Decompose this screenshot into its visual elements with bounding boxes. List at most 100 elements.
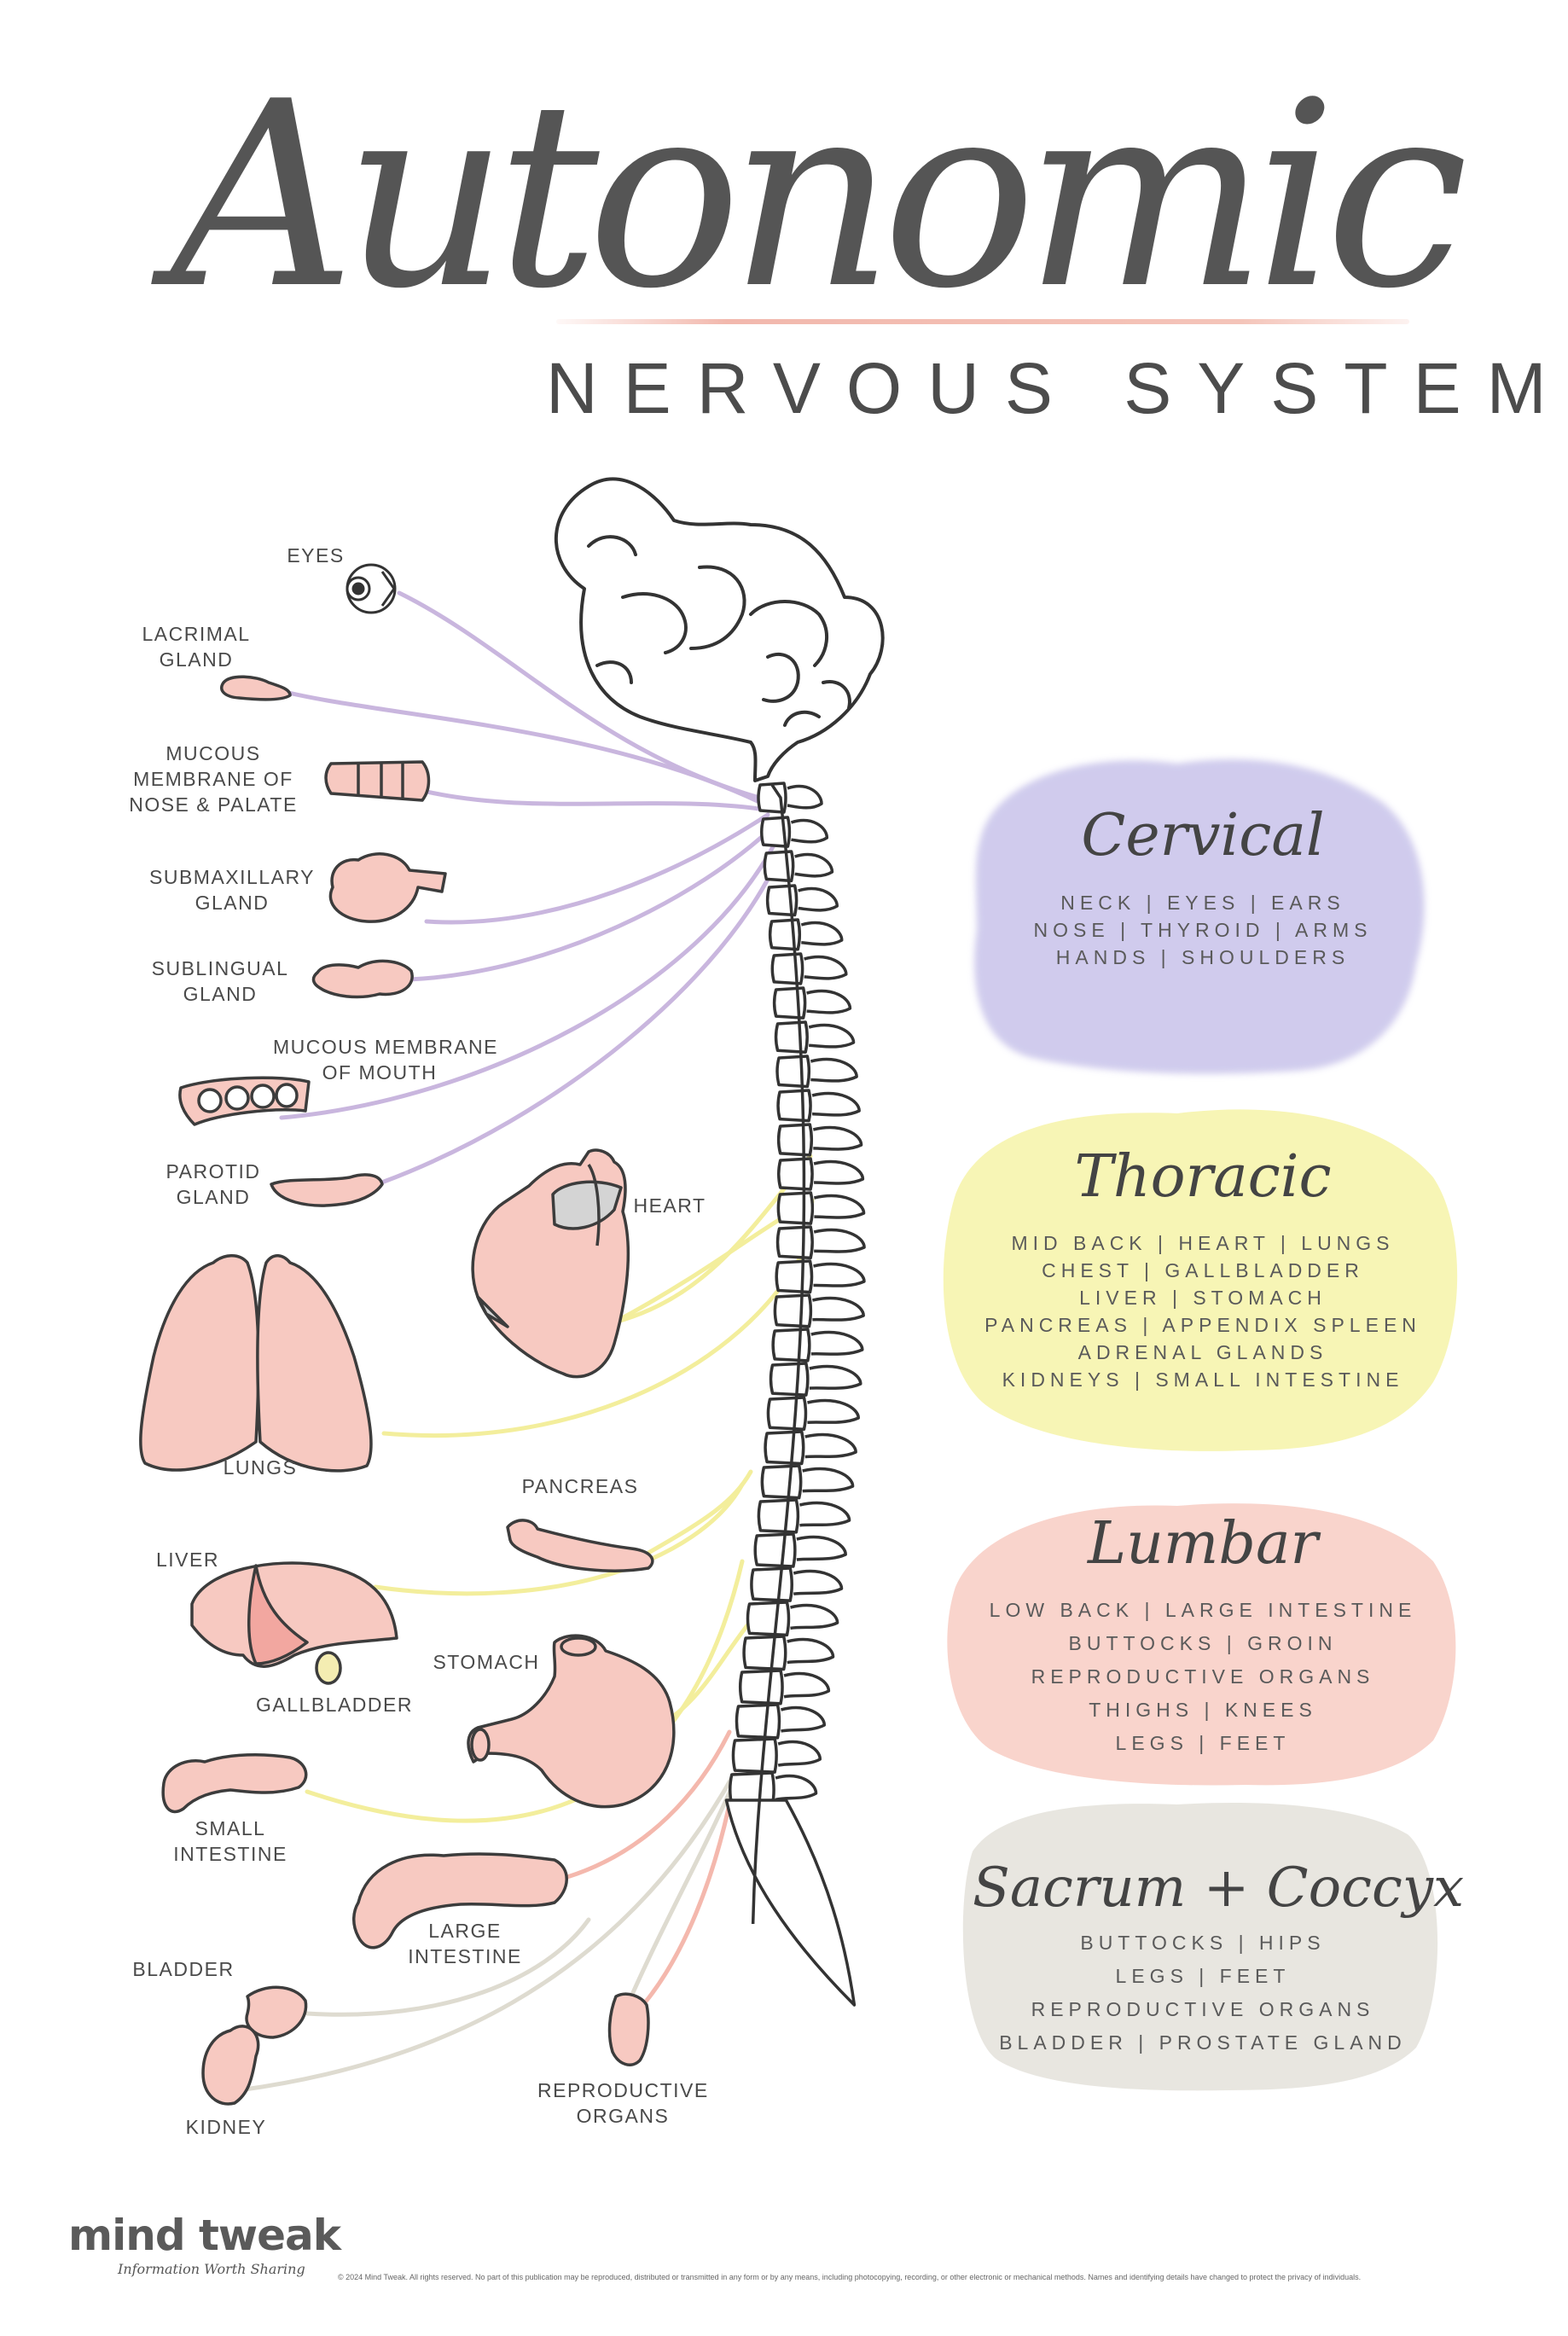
cervical-line: NOSE | THYROID | ARMS bbox=[1033, 919, 1373, 941]
vertebra-process bbox=[800, 921, 844, 946]
sacrum-coccyx bbox=[724, 1798, 857, 2007]
brand-tagline: Information Worth Sharing bbox=[118, 2261, 305, 2277]
vertebra-process bbox=[793, 1569, 844, 1595]
vertebra-process bbox=[811, 1091, 861, 1117]
bladder-illustration bbox=[245, 1985, 308, 2039]
vertebra-process bbox=[812, 1296, 865, 1322]
vertebra-process bbox=[810, 1330, 864, 1356]
label-line: GLAND bbox=[183, 983, 258, 1005]
label-line: INTESTINE bbox=[408, 1945, 522, 1967]
spinal-cord bbox=[751, 784, 806, 1925]
label-line: PAROTID bbox=[166, 1160, 261, 1183]
title-divider bbox=[556, 319, 1409, 324]
label-sublingual-gland: SUBLINGUAL GLAND bbox=[143, 956, 297, 1007]
label-large-intestine: LARGE INTESTINE bbox=[405, 1918, 525, 1969]
vertebra-process bbox=[810, 1057, 858, 1083]
label-submaxillary-gland: SUBMAXILLARY GLAND bbox=[147, 864, 317, 915]
sacrum-coccyx-line: BLADDER | PROSTATE GLAND bbox=[999, 2031, 1407, 2054]
label-pancreas: PANCREAS bbox=[521, 1475, 639, 1497]
brain bbox=[554, 477, 885, 782]
vertebra-process bbox=[813, 1228, 866, 1253]
label-parotid-gland: PAROTID GLAND bbox=[154, 1159, 273, 1210]
sacrum-coccyx-line: BUTTOCKS | HIPS bbox=[1080, 1932, 1326, 1954]
label-line: OF MOUTH bbox=[322, 1061, 438, 1084]
label-line: SMALL bbox=[195, 1817, 266, 1839]
mouth-membrane-illustration bbox=[178, 1076, 311, 1126]
pancreas-illustration bbox=[506, 1519, 654, 1572]
label-line: GLAND bbox=[159, 648, 234, 671]
vertebra-process bbox=[802, 1467, 855, 1493]
label-small-intestine: SMALL INTESTINE bbox=[171, 1816, 290, 1867]
kidney-illustration bbox=[201, 2025, 260, 2106]
thoracic-line: KIDNEYS | SMALL INTESTINE bbox=[1002, 1368, 1404, 1391]
vertebra-process bbox=[804, 955, 848, 980]
spinal-column bbox=[724, 782, 866, 2007]
vertebra bbox=[731, 1737, 778, 1774]
vertebra-process bbox=[812, 1125, 863, 1151]
label-line: ORGANS bbox=[576, 2105, 670, 2127]
label-line: GLAND bbox=[195, 892, 270, 914]
label-line: LACRIMAL bbox=[142, 623, 251, 645]
label-line: NOSE & PALATE bbox=[129, 793, 298, 816]
label-mucous-mouth: MUCOUS MEMBRANE OF MOUTH bbox=[273, 1034, 499, 1085]
label-bladder: BLADDER bbox=[132, 1958, 235, 1980]
cervical-nerves bbox=[279, 590, 783, 1184]
subtitle: NERVOUS SYSTEM bbox=[546, 348, 1568, 428]
lumbar-line: LOW BACK | LARGE INTESTINE bbox=[989, 1599, 1417, 1621]
lungs-illustration bbox=[139, 1254, 373, 1473]
lumbar-line: LEGS | FEET bbox=[1115, 1732, 1291, 1754]
parotid-gland-illustration bbox=[270, 1173, 384, 1207]
cervical-blob bbox=[974, 759, 1425, 1074]
thoracic-line: LIVER | STOMACH bbox=[1079, 1287, 1327, 1309]
label-eyes: EYES bbox=[287, 544, 345, 567]
thoracic-blob bbox=[943, 1109, 1458, 1451]
label-line: INTESTINE bbox=[173, 1843, 287, 1865]
lumbar-line: THIGHS | KNEES bbox=[1089, 1699, 1317, 1721]
cervical-title: Cervical bbox=[1081, 802, 1325, 869]
vertebra-process bbox=[790, 819, 829, 844]
label-line: MUCOUS MEMBRANE bbox=[273, 1036, 499, 1058]
liver-illustration bbox=[190, 1561, 398, 1685]
label-lacrimal-gland: LACRIMAL GLAND bbox=[128, 621, 264, 672]
vertebra-process bbox=[787, 785, 823, 810]
brand-logo: mind tweak bbox=[68, 2211, 341, 2260]
label-line: MEMBRANE OF bbox=[133, 768, 293, 790]
sacrum-coccyx-line: REPRODUCTIVE ORGANS bbox=[1031, 1998, 1375, 2020]
label-stomach: STOMACH bbox=[433, 1651, 540, 1673]
reproductive-organs-illustration bbox=[607, 1992, 650, 2066]
label-line: SUBMAXILLARY bbox=[149, 866, 315, 888]
label-line: LARGE bbox=[428, 1920, 502, 1942]
sacrum-coccyx-blob bbox=[962, 1803, 1438, 2091]
vertebra-process bbox=[798, 887, 839, 912]
vertebra-process bbox=[804, 1432, 857, 1459]
vertebra-process bbox=[807, 1398, 861, 1425]
thoracic-title: Thoracic bbox=[1074, 1143, 1332, 1211]
vertebra bbox=[735, 1703, 781, 1740]
cervical-line: HANDS | SHOULDERS bbox=[1055, 946, 1350, 968]
label-reproductive-organs: REPRODUCTIVE ORGANS bbox=[537, 2077, 708, 2129]
vertebra bbox=[757, 782, 787, 814]
eye-illustration bbox=[346, 563, 397, 614]
label-line: MUCOUS bbox=[166, 742, 261, 764]
thoracic-line: PANCREAS | APPENDIX SPLEEN bbox=[984, 1314, 1421, 1336]
heart-illustration bbox=[471, 1148, 630, 1379]
sublingual-gland-illustration bbox=[311, 959, 414, 999]
vertebra-process bbox=[787, 1637, 835, 1665]
cervical-line: NECK | EYES | EARS bbox=[1060, 892, 1345, 914]
thoracic-line: CHEST | GALLBLADDER bbox=[1042, 1259, 1364, 1281]
vertebra-process bbox=[808, 1023, 856, 1049]
label-lungs: LUNGS bbox=[223, 1456, 298, 1479]
vertebra-process bbox=[777, 1740, 822, 1767]
label-mucous-nose: MUCOUS MEMBRANE OF NOSE & PALATE bbox=[128, 741, 299, 817]
lumbar-line: BUTTOCKS | GROIN bbox=[1068, 1632, 1338, 1654]
submaxillary-gland-illustration bbox=[328, 852, 447, 923]
vertebra-process bbox=[799, 1501, 851, 1527]
lumbar-blob bbox=[947, 1503, 1456, 1786]
thoracic-line: ADRENAL GLANDS bbox=[1077, 1341, 1328, 1363]
large-intestine-illustration bbox=[352, 1852, 568, 1950]
label-liver: LIVER bbox=[156, 1549, 219, 1571]
nose-palate-illustration bbox=[324, 760, 431, 802]
thoracic-nerves bbox=[305, 1153, 822, 1823]
label-kidney: KIDNEY bbox=[185, 2116, 267, 2138]
